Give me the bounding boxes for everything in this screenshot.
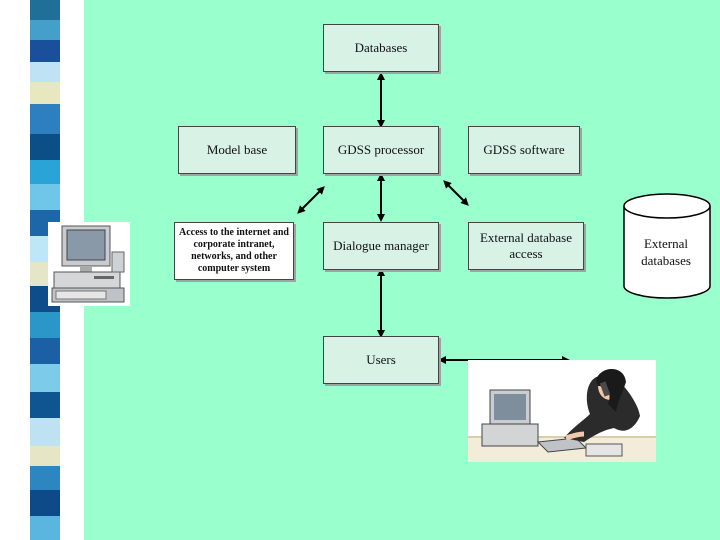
node-external-databases: External databases <box>641 236 691 268</box>
node-gdss-processor: GDSS processor <box>323 126 439 174</box>
user-with-phone-clipart-icon <box>468 360 656 462</box>
edge-software-external-diag <box>443 180 469 206</box>
edge-modelbase-processor-diag <box>297 186 325 214</box>
node-databases: Databases <box>323 24 439 72</box>
computer-clipart-icon <box>48 222 130 306</box>
node-users: Users <box>323 336 439 384</box>
node-gdss-software: GDSS software <box>468 126 580 174</box>
node-internet-access: Access to the internet and corporate int… <box>174 222 294 280</box>
node-model-base: Model base <box>178 126 296 174</box>
node-dialogue-manager: Dialogue manager <box>323 222 439 270</box>
node-external-db-access: External database access <box>468 222 584 270</box>
database-cylinder-icon <box>623 193 711 299</box>
